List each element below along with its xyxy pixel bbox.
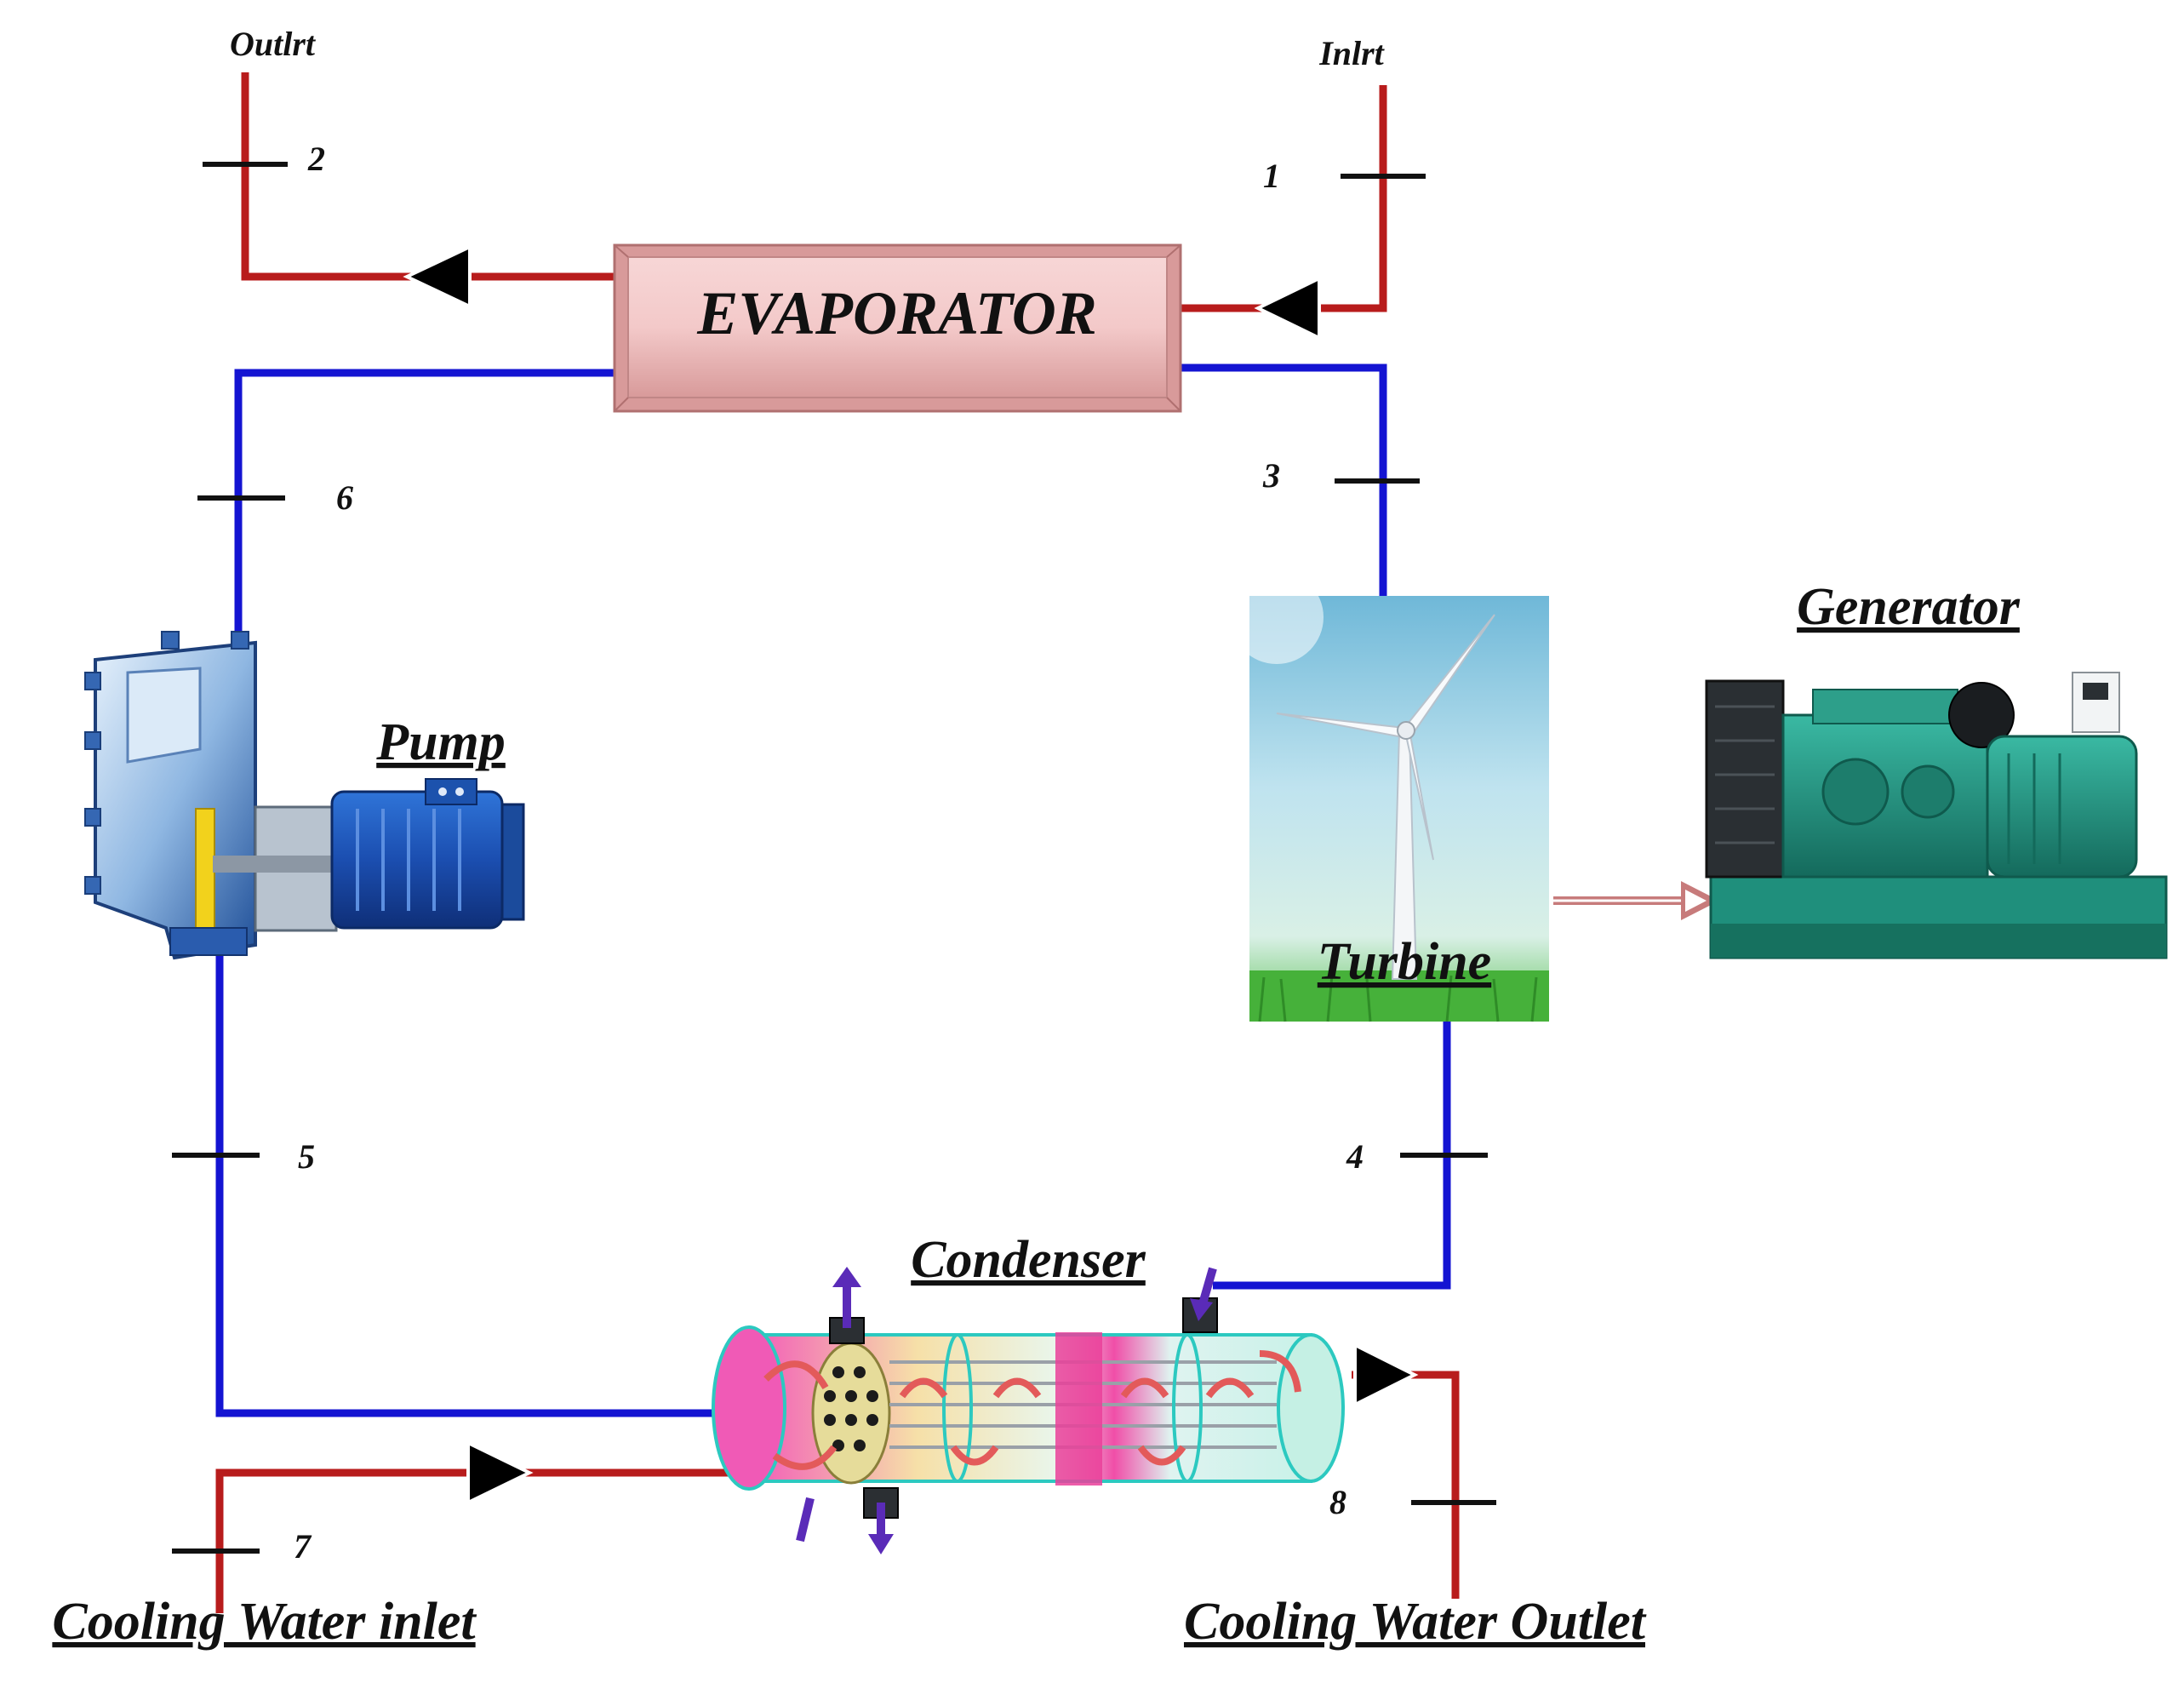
cooling-water-inlet-label: Cooling Water inlet [52, 1593, 477, 1651]
point-6-label: 6 [336, 478, 353, 517]
arrow-cooling-inlet-right [466, 1440, 534, 1506]
turbine-to-condenser-line [1213, 1020, 1451, 1290]
point-5-label: 5 [298, 1137, 315, 1176]
turbine-label: Turbine [1318, 933, 1491, 991]
cooling-water-outlet-label: Cooling Water Outlet [1184, 1593, 1647, 1651]
condenser-to-pump-line [215, 953, 717, 1417]
turbine-icon [1230, 570, 1549, 1022]
generator-icon [1705, 672, 2168, 959]
arrow-inlet-left [1254, 275, 1321, 341]
inlet-label: Inlrt [1318, 34, 1385, 72]
condenser-icon [712, 1267, 1345, 1554]
generator-label: Generator [1797, 578, 2021, 636]
inlet-line [1179, 85, 1387, 312]
point-1-label: 1 [1263, 157, 1280, 195]
working-fluid-lines [215, 364, 1451, 1417]
point-8-label: 8 [1329, 1483, 1346, 1521]
flow-arrows [403, 243, 1419, 1506]
point-7-label: 7 [294, 1527, 312, 1566]
evaporator-to-turbine-line [1179, 364, 1387, 596]
state-point-ticks [172, 162, 1496, 1554]
evaporator-label: EVAPORATOR [696, 279, 1096, 347]
cooling-inlet-line [215, 1468, 739, 1613]
outlet-line [241, 72, 615, 281]
point-4-label: 4 [1346, 1137, 1364, 1176]
outlet-label: Outlrt [230, 25, 317, 63]
condenser-label: Condenser [911, 1231, 1146, 1289]
evaporator: EVAPORATOR [613, 243, 1182, 413]
pump-icon [84, 631, 525, 960]
pump-to-evaporator-line [234, 369, 615, 634]
cooling-outlet-line [1352, 1371, 1460, 1599]
point-2-label: 2 [307, 140, 325, 178]
arrow-cooling-outlet-right [1353, 1342, 1419, 1408]
pump-label: Pump [375, 713, 506, 771]
arrow-outlet-left [403, 243, 472, 310]
shaft-arrow [1553, 881, 1719, 920]
point-3-label: 3 [1262, 456, 1280, 495]
